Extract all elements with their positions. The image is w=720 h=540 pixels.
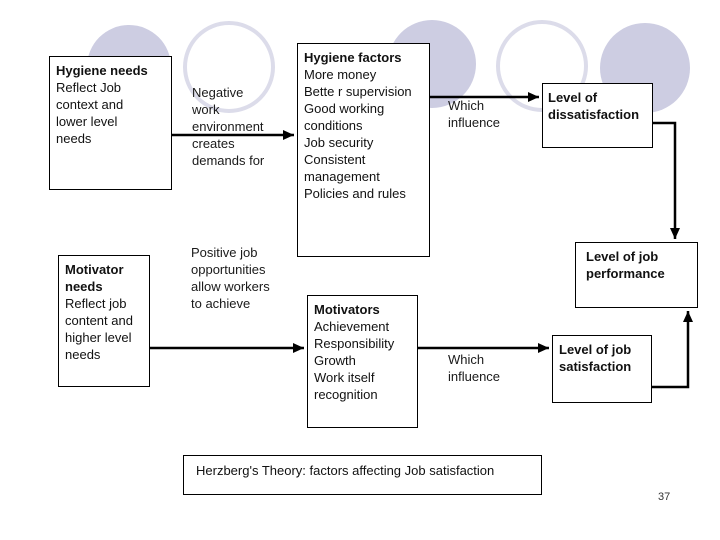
level-of-job-performance-box: Level of job performance <box>575 242 698 308</box>
motivators-title: Motivators <box>314 302 380 317</box>
connector-satisfaction-to-performance <box>652 311 693 389</box>
motivators-body: Achievement Responsibility Growth Work i… <box>314 319 395 402</box>
hygiene-factors-body: More money Bette r supervision Good work… <box>304 67 412 201</box>
hygiene-factors-box: Hygiene factors More money Bette r super… <box>297 43 430 257</box>
level-of-job-satisfaction-title: Level of job satisfaction <box>559 342 632 374</box>
connector-dissatisfaction-to-performance <box>653 121 680 239</box>
decor-circle-ring-1 <box>183 21 275 113</box>
negative-environment-label: Negative work environment creates demand… <box>192 85 265 168</box>
level-of-dissatisfaction-title: Level of dissatisfaction <box>548 90 640 122</box>
motivator-needs-title: Motivator needs <box>65 262 124 294</box>
positive-job-label: Positive job opportunities allow workers… <box>191 245 270 311</box>
motivator-needs-body: Reflect job content and higher level nee… <box>65 296 133 362</box>
which-influence-bottom-label: Which influence <box>448 352 501 384</box>
caption-box: Herzberg's Theory: factors affecting Job… <box>183 455 542 495</box>
which-influence-top-label: Which influence <box>448 98 501 130</box>
level-of-dissatisfaction-box: Level of dissatisfaction <box>542 83 653 148</box>
hygiene-factors-title: Hygiene factors <box>304 50 402 65</box>
page-number: 37 <box>658 491 671 503</box>
hygiene-needs-title: Hygiene needs <box>56 63 148 78</box>
level-of-job-satisfaction-box: Level of job satisfaction <box>552 335 652 403</box>
level-of-job-performance-title: Level of job performance <box>586 249 665 281</box>
caption-text: Herzberg's Theory: factors affecting Job… <box>196 463 495 478</box>
hygiene-needs-box: Hygiene needs Reflect Job context and lo… <box>49 56 172 190</box>
motivators-box: Motivators Achievement Responsibility Gr… <box>307 295 418 428</box>
motivator-needs-box: Motivator needs Reflect job content and … <box>58 255 150 387</box>
hygiene-needs-body: Reflect Job context and lower level need… <box>56 80 124 146</box>
